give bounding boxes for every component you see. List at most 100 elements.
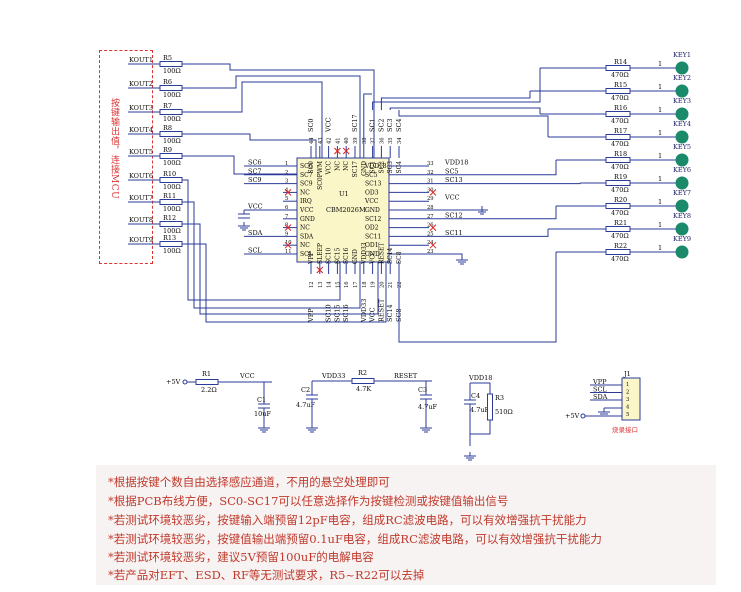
resistor-ref: R21 (614, 219, 627, 227)
resistor-value: 470Ω (611, 140, 629, 148)
key-resistor (605, 88, 631, 94)
j1-pin-number: 1 (626, 382, 629, 388)
chip-pin-number: 39 (353, 137, 359, 144)
resistor-ref: R16 (614, 104, 627, 112)
kout-resistor (159, 177, 183, 183)
r3-value: 510Ω (495, 408, 513, 416)
j1-pin-number: 2 (626, 390, 629, 396)
c2-capacitor (306, 394, 318, 400)
key-pin-number: 1 (658, 152, 662, 160)
key-label-8: KEY8 (673, 212, 691, 220)
no-connect-mark (342, 147, 350, 155)
key-label-9: KEY9 (673, 235, 691, 243)
resistor-ref: R15 (614, 81, 627, 89)
chip-pin-number: 28 (427, 205, 434, 211)
connector-signal-label: SCL (593, 386, 607, 394)
resistor-ref: R12 (163, 214, 176, 222)
chip-pin-name: OD3 (365, 189, 379, 196)
net-label: VDD18 (444, 159, 468, 167)
net-label: SC5 (445, 167, 459, 175)
chip-pin-number: 21 (388, 281, 394, 288)
mcu-output-group-box (99, 50, 153, 264)
chip-pin-number: 27 (427, 214, 434, 220)
chip-part-number: CBM2026M (326, 206, 366, 214)
chip-pin-number: 3 (285, 179, 288, 185)
chip-pin-number: 33 (427, 161, 434, 167)
chip-pin-name: VDD18 (364, 163, 387, 170)
ground-symbol (420, 424, 432, 433)
resistor-value: 470Ω (611, 117, 629, 125)
vcc-decoupling-cap (238, 213, 250, 219)
chip-pin-number: 37 (371, 137, 377, 144)
no-connect-mark (284, 224, 292, 231)
resistor-value: 470Ω (611, 255, 629, 263)
key-resistor (605, 203, 631, 209)
net-label: VCC (444, 194, 460, 202)
chip-pin-number: 25 (427, 231, 434, 237)
chip-pin-name: NC (300, 189, 310, 196)
key-route (398, 252, 557, 343)
key-pin-number: 1 (658, 175, 662, 183)
key-route (389, 107, 541, 114)
touch-key-pad-6 (675, 176, 689, 190)
chip-pin-name: OD2 (365, 225, 379, 232)
resistor-ref: R19 (614, 173, 627, 181)
touch-key-pad-3 (675, 107, 689, 121)
vdd18-wire (470, 382, 491, 394)
resistor-value: 100Ω (163, 227, 181, 235)
chip-pin-number: 13 (318, 281, 324, 288)
key-resistor (605, 65, 631, 71)
touch-key-pad-5 (675, 153, 689, 167)
net-label: SC7 (248, 167, 262, 175)
kout-net-label-1: KOUT1 (129, 56, 153, 64)
chip-pin-name: SC13 (365, 181, 382, 188)
chip-pin-number: 2 (285, 170, 288, 176)
kout8-route (182, 223, 379, 315)
key-pin-number: 1 (658, 106, 662, 114)
resistor-ref: R22 (614, 242, 627, 250)
chip-pin-name: GND (352, 249, 359, 264)
resistor-ref: R13 (163, 234, 176, 242)
net-label: VPP (307, 308, 315, 323)
net-label: VCC (369, 307, 377, 323)
chip-pin-number: 18 (362, 281, 368, 288)
chip-pin-number: 15 (335, 281, 341, 288)
net-label: SC14 (386, 304, 394, 322)
key-resistor (605, 249, 631, 255)
vdd18-label: VDD18 (468, 374, 492, 382)
ground-symbol (306, 424, 318, 433)
chip-pin-name: SC0PWM (317, 161, 324, 190)
chip-pin-number: 14 (327, 281, 333, 288)
power-terminal (182, 379, 188, 385)
ground-symbol (476, 206, 488, 215)
net-label: SC3 (386, 118, 394, 132)
c1-capacitor (258, 403, 270, 409)
chip-pin-name: VCC (364, 198, 379, 205)
chip-pin-name: VCC (370, 250, 377, 265)
chip-pin-number: 40 (344, 137, 350, 144)
touch-key-pad-8 (675, 222, 689, 236)
chip-pin-name: SC6 (300, 163, 313, 170)
j1-ref: J1 (623, 370, 631, 378)
chip-pin-name: NC (300, 242, 310, 249)
net-label: SC16 (342, 304, 350, 322)
chip-pin-name: GND (365, 207, 380, 214)
note-line: *若测试环境较恶劣，建议5V预留100uF的电解电容 (108, 550, 374, 564)
resistor-ref: R14 (614, 58, 627, 66)
chip-pin-name: SC17 (352, 161, 359, 178)
chip-pin-name: VPP (308, 252, 315, 265)
chip-pin-number: 44 (309, 137, 315, 144)
key-label-3: KEY3 (673, 97, 691, 105)
c3-ref: C3 (418, 386, 427, 394)
chip-pin-number: 43 (318, 137, 324, 144)
connector-plus5v-label: +5V (565, 412, 580, 420)
chip-pin-number: 11 (285, 249, 292, 255)
resistor-value: 100Ω (163, 183, 181, 191)
chip-pin-number: 23 (427, 249, 434, 255)
key-pin-number: 1 (658, 60, 662, 68)
chip-pin-number: 12 (309, 281, 315, 288)
key-route (429, 229, 549, 237)
chip-pin-name: GND (300, 216, 315, 223)
net-label: SC10 (325, 304, 333, 322)
resistor-ref: R5 (163, 54, 172, 62)
